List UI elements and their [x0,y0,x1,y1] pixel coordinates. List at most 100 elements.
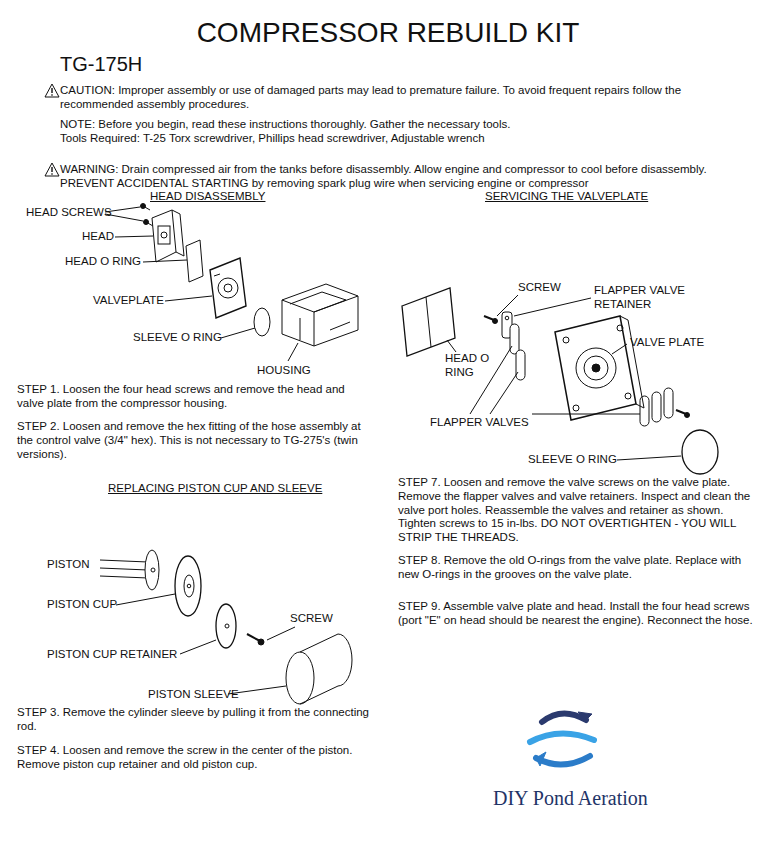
flapper-valves [510,324,519,354]
valve-plate [573,405,579,411]
warning-triangle [45,163,59,176]
housing [282,284,358,346]
valve-plate [555,316,636,420]
piston-exploded-view [100,550,352,704]
head-screws [141,204,146,209]
valveplate [214,274,220,276]
warning-triangle [51,173,52,174]
housing [290,292,346,312]
sleeve-o-ring [254,308,270,336]
screw [247,634,260,641]
piston [100,576,148,578]
piston-cup-retainer [225,624,229,628]
leader-lines [447,295,681,460]
valveplate [218,278,238,298]
warning-note: PREVENT ACCIDENTAL STARTING by removing … [60,177,589,191]
screw [493,319,498,324]
head-exploded-view [105,204,358,362]
leader-lines [612,344,627,354]
part-label: HEAD O RING [65,255,141,269]
head-o-ring [426,297,431,347]
part-label: PISTON [47,558,90,572]
head [152,210,184,262]
step-text: STEP 1. Loosen the four head screws and … [17,383,372,411]
flapper-valves [652,392,661,422]
housing [282,300,314,346]
piston-cup [184,575,194,597]
valve-plate [576,348,616,388]
piston [100,550,159,590]
valve-plate [563,337,569,343]
leader-lines [116,594,175,605]
leader-lines [115,236,153,237]
piston [100,560,148,562]
logo-text: DIY Pond Aeration [493,786,648,810]
piston-cup [175,556,201,616]
head-o-ring [186,240,203,282]
logo-swirl [530,712,594,766]
part-label: SCREW [290,612,333,626]
screw [247,634,264,645]
piston [151,568,155,572]
part-label: SCREW [518,281,561,295]
page-title: COMPRESSOR REBUILD KIT [4,16,768,50]
valveplate-exploded-view [402,288,718,474]
piston-sleeve [338,634,352,686]
leader-lines [180,640,216,654]
section-heading: REPLACING PISTON CUP AND SLEEVE [108,482,322,496]
section-heading: HEAD DISASSEMBLY [150,190,265,204]
step-text: STEP 2. Loosen and remove the hex fittin… [17,420,372,461]
piston-sleeve [300,634,338,652]
flapper-valve-retainer [505,316,509,320]
part-label: FLAPPER VALVE RETAINER [594,284,706,312]
leader-lines [116,594,295,694]
leader-lines [143,260,187,262]
valve-plate [617,325,623,331]
step-text: STEP 8. Remove the old O-rings from the … [398,554,760,582]
piston-cup-retainer [216,604,236,648]
section-heading: SERVICING THE VALVEPLATE [485,190,648,204]
part-label: HEAD [82,230,114,244]
head-o-ring [402,288,455,356]
piston [100,568,148,570]
step-text: STEP 3. Remove the cylinder sleeve by pu… [17,706,372,734]
head-screws [141,204,154,227]
valveplate [224,284,232,292]
head-o-ring [402,288,455,356]
flapper-valves [516,350,525,380]
caution-triangle [51,88,52,93]
head [161,232,167,238]
valve-plate [625,393,631,399]
step-text: STEP 7. Loosen and remove the valve scre… [398,476,760,545]
warning-note: WARNING: Drain compressed air from the t… [60,163,707,177]
logo-swirl [542,713,586,722]
caution-note: CAUTION: Improper assembly or use of dam… [60,84,750,112]
leader-lines [267,627,295,640]
part-label: HEAD O RING [445,352,495,380]
leader-lines [497,295,518,316]
warning-triangle [45,163,59,176]
caution-triangle [51,94,52,95]
screw [676,410,690,418]
screw [258,639,264,645]
part-label: FLAPPER VALVES [430,416,529,430]
valve-plate [592,364,600,372]
part-label: VALVE PLATE [630,336,704,350]
leader-lines [490,372,518,414]
caution-triangle [45,84,59,97]
piston-sleeve [300,686,338,704]
screw [484,316,498,324]
part-label: HEAD SCREWS [26,206,112,220]
head-screws [144,220,149,225]
part-label: PISTON CUP RETAINER [47,648,177,662]
leader-lines [288,343,298,361]
note: NOTE: Before you begin, read these instr… [60,118,510,132]
step-text: STEP 4. Loosen and remove the screw in t… [17,744,372,772]
logo-swirl [578,712,592,720]
leader-lines [617,456,681,460]
sleeve-o-ring [682,430,718,474]
valve-plate [584,356,608,380]
step-text: STEP 9. Assemble valve plate and head. I… [398,600,760,628]
head [158,226,170,244]
caution-triangle [45,84,59,97]
